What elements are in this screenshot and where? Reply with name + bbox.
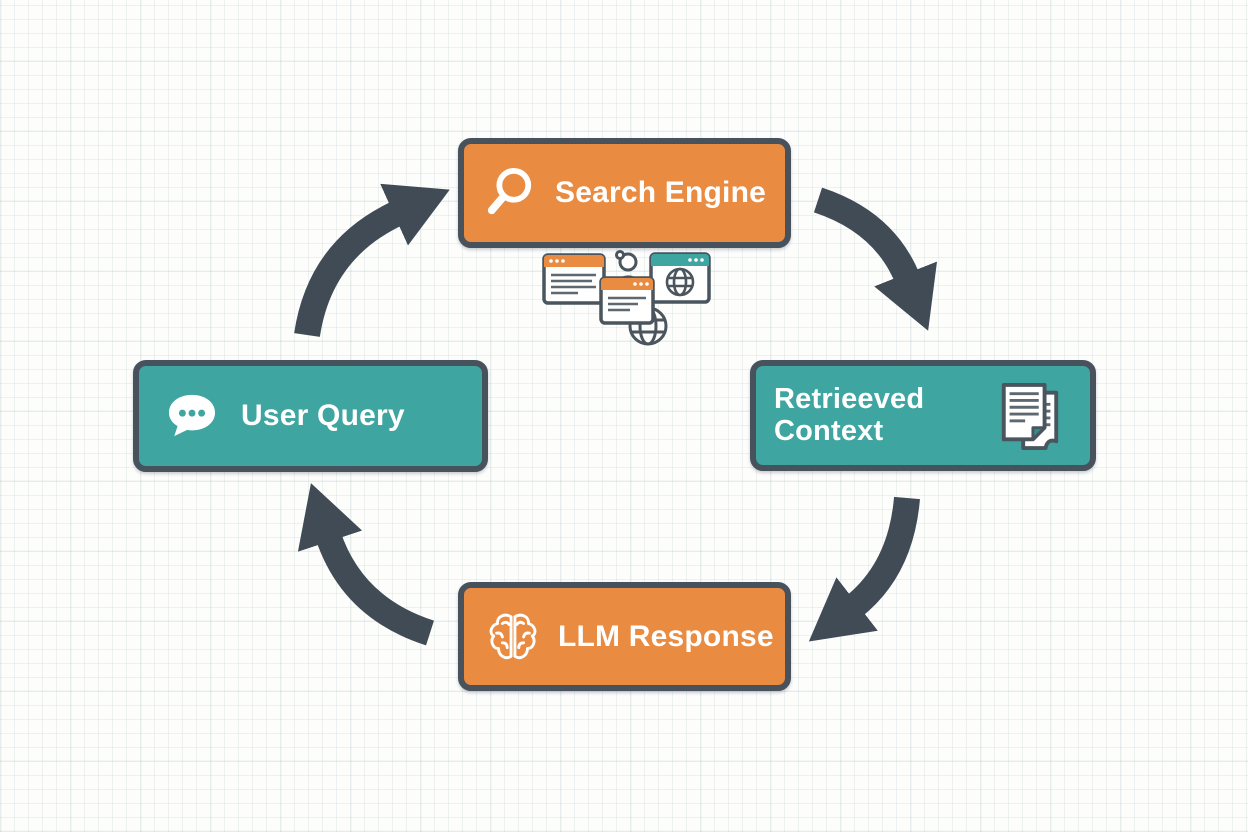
node-retrieved-context: Retrieeved Context — [750, 360, 1096, 471]
browser-window-icon — [542, 253, 606, 305]
node-label: LLM Response — [558, 619, 774, 653]
browser-cluster-illustration — [542, 250, 711, 346]
arrow-user-query-to-search-engine — [294, 183, 450, 338]
node-llm-response: LLM Response — [458, 582, 791, 691]
globe-icon — [665, 267, 695, 297]
browser-window-icon — [599, 276, 655, 325]
node-label: Search Engine — [554, 176, 766, 209]
node-user-query: User Query — [133, 360, 488, 472]
node-search-engine: Search Engine — [458, 138, 791, 248]
node-label: User Query — [241, 399, 405, 432]
magnifier-icon — [487, 167, 532, 215]
chat-bubble-icon — [168, 394, 216, 437]
arrow-retrieved-context-to-llm-response — [808, 496, 920, 642]
arrow-search-engine-to-retrieved-context — [813, 187, 938, 331]
node-label: Retrieeved Context — [774, 382, 925, 447]
browser-window-icon — [649, 252, 711, 304]
arrow-llm-response-to-user-query — [297, 483, 435, 646]
brain-icon — [489, 613, 537, 659]
documents-icon — [1001, 382, 1059, 450]
